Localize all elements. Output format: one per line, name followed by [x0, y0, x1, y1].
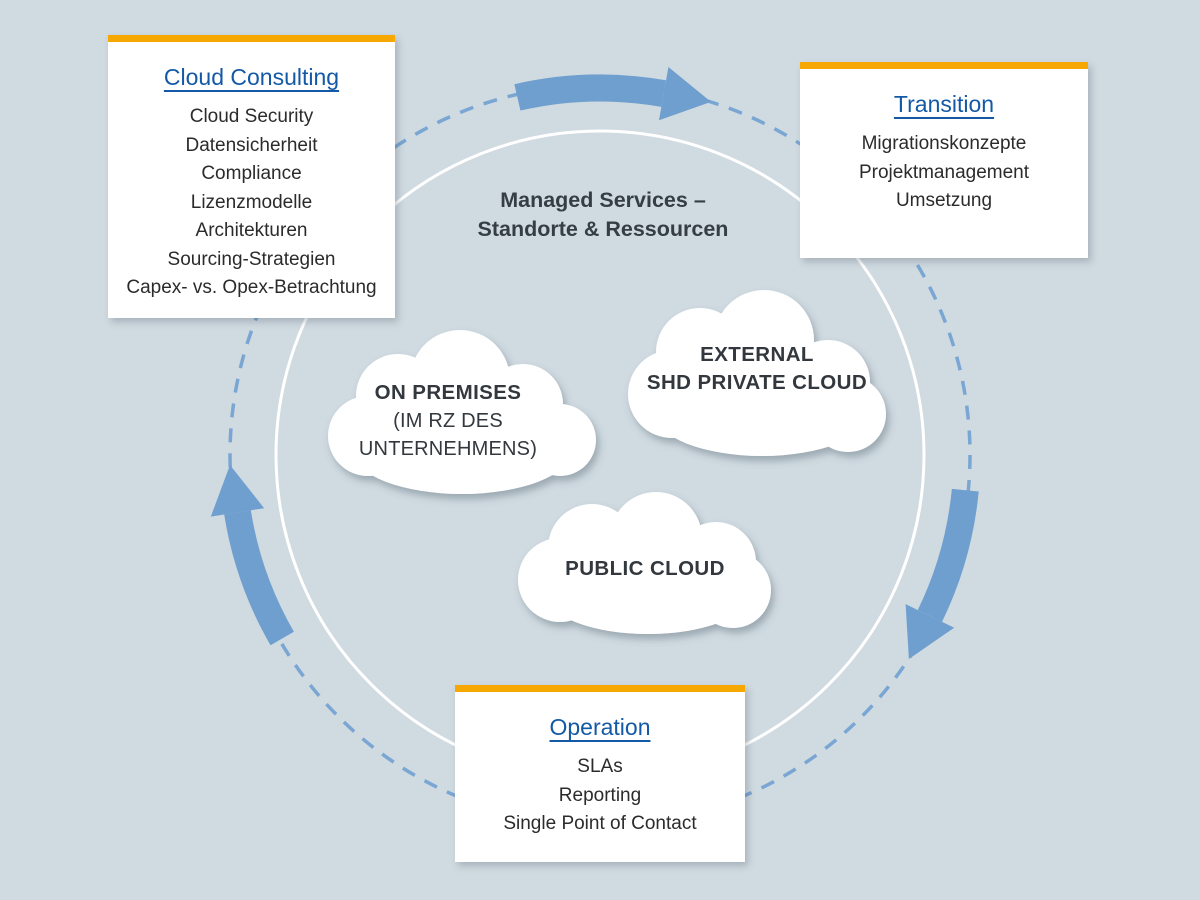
operation-items: SLAs Reporting Single Point of Contact [455, 753, 745, 839]
cloud-label-line: PUBLIC CLOUD [565, 557, 725, 580]
arrow-top-head [659, 67, 711, 121]
cloud-label-public-cloud: PUBLIC CLOUD [535, 555, 755, 583]
cloud-label-line: ON PREMISES [374, 381, 522, 404]
transition-items: Migrationskonzepte Projektmanagement Ums… [800, 130, 1088, 216]
card-title-operation[interactable]: Operation [549, 714, 651, 740]
diagram-title-line2: Standorte & Ressourcen [477, 217, 729, 241]
cloud-label-external-shd-private-cloud: EXTERNAL SHD PRIVATE CLOUD [628, 341, 886, 397]
cloud-consulting-items: Cloud Security Datensicherheit Complianc… [108, 103, 395, 303]
card-item: Lizenzmodelle [190, 191, 313, 213]
accent-bar [800, 62, 1088, 69]
diagram-title: Managed Services – Standorte & Ressource… [400, 186, 806, 244]
operation-card: Operation SLAs Reporting Single Point of… [455, 685, 745, 862]
arrow-top-body [514, 74, 667, 111]
arrow-right-body [917, 488, 979, 622]
accent-bar [455, 685, 745, 692]
card-item: Reporting [558, 784, 642, 806]
card-title-transition[interactable]: Transition [893, 91, 995, 117]
arrow-left-up-icon [210, 465, 294, 646]
transition-card: Transition Migrationskonzepte Projektman… [800, 62, 1088, 258]
card-item: Migrationskonzepte [861, 133, 1027, 154]
cloud-label-line: (IM RZ DES [393, 410, 503, 432]
diagram-title-line1: Managed Services – [500, 188, 706, 212]
cloud-label-line: SHD PRIVATE CLOUD [646, 371, 868, 394]
card-item: Sourcing-Strategien [167, 248, 336, 270]
arrow-right-down-icon [905, 488, 979, 659]
card-item: SLAs [577, 756, 623, 777]
cloud-label-line: EXTERNAL [700, 343, 814, 366]
card-item: Single Point of Contact [503, 813, 697, 834]
card-item: Architekturen [195, 220, 308, 241]
arrow-right-head [905, 604, 955, 659]
cloud-shape-external-shd-private-cloud [628, 290, 886, 456]
cloud-consulting-card: Cloud Consulting Cloud Security Datensic… [108, 35, 395, 318]
cloud-label-line: UNTERNEHMENS) [358, 438, 538, 460]
arrow-left-head [210, 465, 265, 517]
cloud-label-on-premises: ON PREMISES (IM RZ DES UNTERNEHMENS) [330, 379, 566, 463]
card-item: Compliance [201, 163, 302, 184]
card-item: Projektmanagement [858, 161, 1030, 183]
card-item: Umsetzung [895, 190, 993, 211]
card-item: Cloud Security [189, 106, 314, 127]
arrow-top-icon [514, 67, 711, 121]
card-title-cloud-consulting[interactable]: Cloud Consulting [163, 64, 340, 90]
card-item: Datensicherheit [185, 134, 318, 156]
cloud-shape-public-cloud [518, 492, 771, 634]
card-item: Capex- vs. Opex-Betrachtung [126, 277, 377, 298]
arrow-left-body [224, 510, 294, 646]
accent-bar [108, 35, 395, 42]
cloud-shape-on-premises [328, 330, 596, 494]
